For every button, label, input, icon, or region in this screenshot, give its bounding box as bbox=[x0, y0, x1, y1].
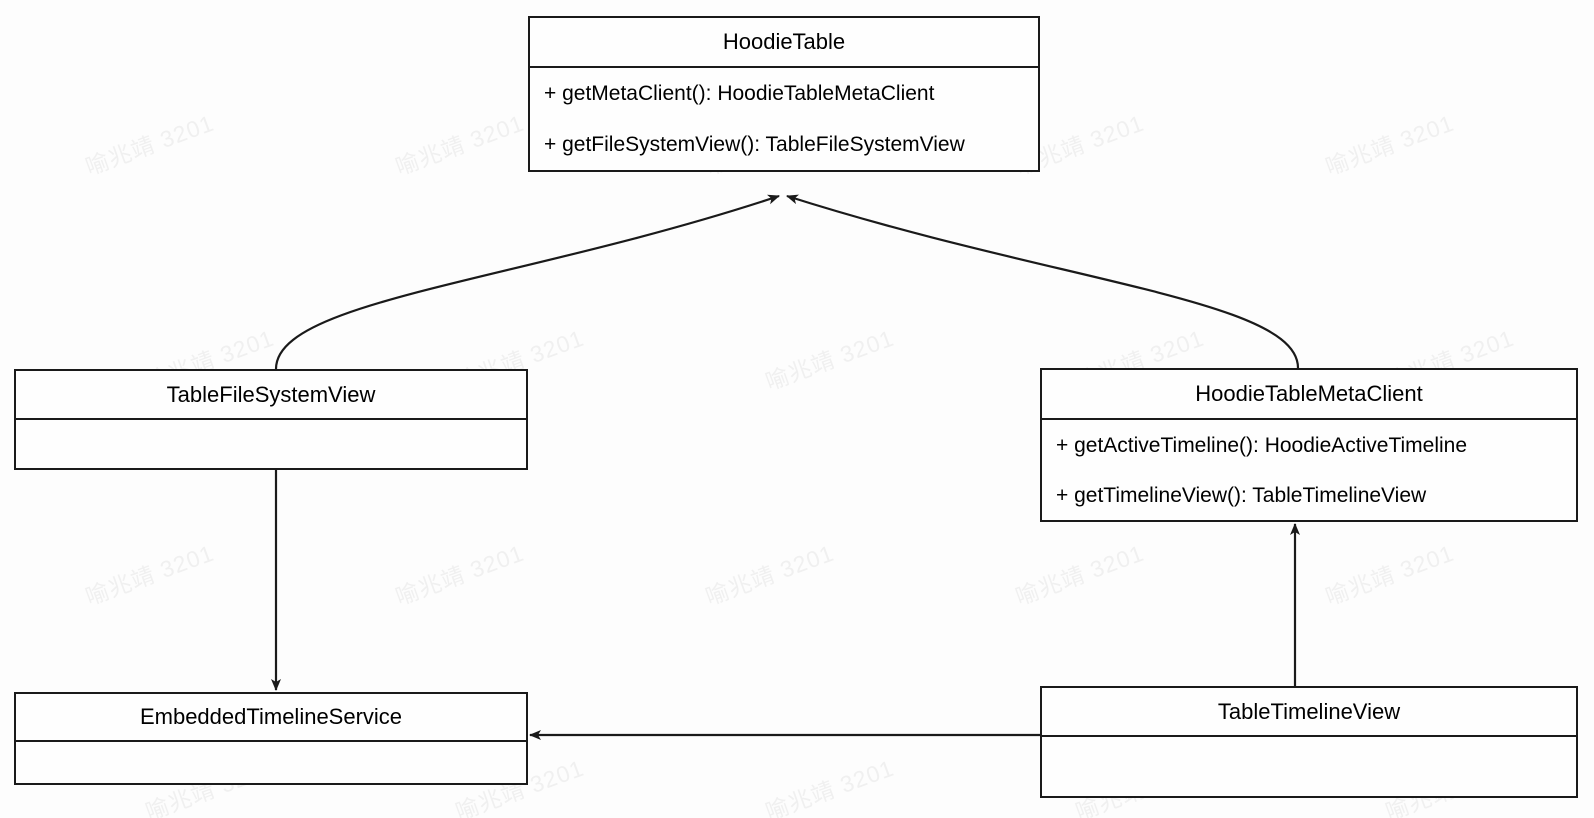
watermark-tile: 喻兆靖 3201 bbox=[392, 109, 528, 181]
edge-hoodietablemetaclient-to-hoodietable bbox=[786, 194, 1300, 369]
watermark-tile: 喻兆靖 3201 bbox=[702, 539, 838, 611]
class-name-table-timeline-view: TableTimelineView bbox=[1042, 688, 1576, 737]
edge-tablefilesystemview-to-hoodietable bbox=[274, 194, 780, 370]
watermark-tile: 喻兆靖 3201 bbox=[82, 539, 218, 611]
class-name-hoodie-table-meta-client: HoodieTableMetaClient bbox=[1042, 370, 1576, 420]
class-member: + getFileSystemView(): TableFileSystemVi… bbox=[544, 133, 965, 156]
class-member: + getActiveTimeline(): HoodieActiveTimel… bbox=[1056, 433, 1468, 457]
class-members-hoodie-table-meta-client: + getActiveTimeline(): HoodieActiveTimel… bbox=[1042, 420, 1576, 520]
watermark-tile: 喻兆靖 3201 bbox=[762, 754, 898, 818]
class-name-table-file-system-view: TableFileSystemView bbox=[16, 371, 526, 420]
class-members-table-timeline-view bbox=[1042, 737, 1576, 796]
watermark-tile: 喻兆靖 3201 bbox=[82, 109, 218, 181]
class-box-hoodie-table-meta-client[interactable]: HoodieTableMetaClient + getActiveTimelin… bbox=[1040, 368, 1578, 522]
class-name-embedded-timeline-service: EmbeddedTimelineService bbox=[16, 694, 526, 742]
class-box-table-file-system-view[interactable]: TableFileSystemView bbox=[14, 369, 528, 470]
watermark-tile: 喻兆靖 3201 bbox=[1322, 109, 1458, 181]
watermark-tile: 喻兆靖 3201 bbox=[762, 324, 898, 396]
class-member: + getMetaClient(): HoodieTableMetaClient bbox=[544, 82, 935, 105]
class-members-embedded-timeline-service bbox=[16, 742, 526, 783]
class-box-embedded-timeline-service[interactable]: EmbeddedTimelineService bbox=[14, 692, 528, 785]
class-members-table-file-system-view bbox=[16, 420, 526, 468]
watermark-tile: 喻兆靖 3201 bbox=[392, 539, 528, 611]
watermark-tile: 喻兆靖 3201 bbox=[1012, 539, 1148, 611]
watermark-tile: 喻兆靖 3201 bbox=[1322, 539, 1458, 611]
class-box-table-timeline-view[interactable]: TableTimelineView bbox=[1040, 686, 1578, 798]
class-member: + getTimelineView(): TableTimelineView bbox=[1056, 483, 1427, 507]
class-box-hoodie-table[interactable]: HoodieTable + getMetaClient(): HoodieTab… bbox=[528, 16, 1040, 172]
class-members-hoodie-table: + getMetaClient(): HoodieTableMetaClient… bbox=[530, 68, 1038, 170]
class-name-hoodie-table: HoodieTable bbox=[530, 18, 1038, 68]
